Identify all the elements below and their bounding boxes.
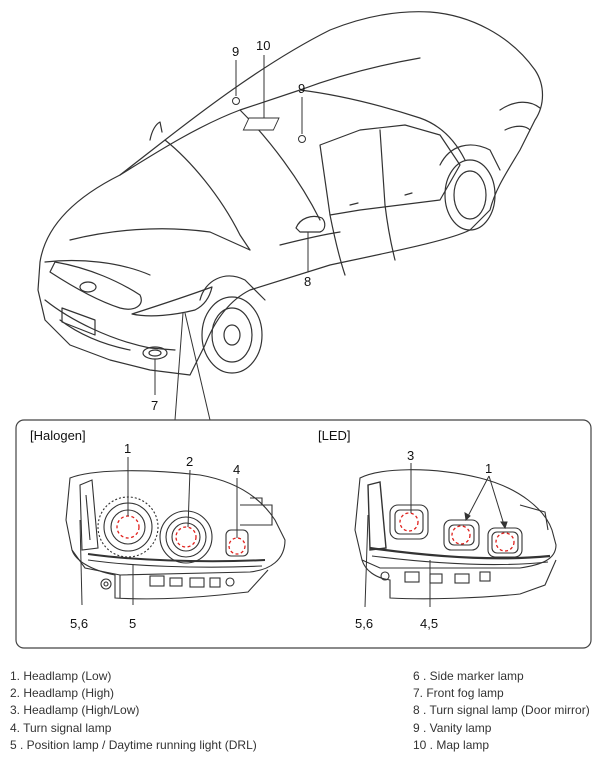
halogen-callouts: 1 2 4 5,6 5 <box>70 441 240 631</box>
callout-9-vanity-right: 9 <box>298 81 305 96</box>
legend-item: 5 . Position lamp / Daytime running ligh… <box>10 737 257 752</box>
led-title: [LED] <box>318 428 351 443</box>
detail-panel-frame <box>15 419 592 649</box>
legend-item: 6 . Side marker lamp <box>413 669 524 683</box>
led-callouts: 3 1 5,6 4,5 <box>355 448 492 631</box>
callout-10-map: 10 <box>256 38 270 53</box>
legend-item: 9 . Vanity lamp <box>413 720 492 735</box>
halogen-title: [Halogen] <box>30 428 86 443</box>
halogen-callout-1: 1 <box>124 441 131 456</box>
legend-item: 1. Headlamp (Low) <box>10 669 112 683</box>
led-callout-1: 1 <box>485 461 492 476</box>
callout-8-mirror-turn-signal: 8 <box>304 274 311 289</box>
halogen-callout-4: 4 <box>233 462 240 477</box>
legend-left-column: 1. Headlamp (Low) 2. Headlamp (High) 3. … <box>10 668 257 754</box>
led-headlamp-drawing <box>354 469 557 600</box>
legend-item: 8 . Turn signal lamp (Door mirror) <box>413 703 590 718</box>
legend-item: 10 . Map lamp <box>413 737 490 752</box>
legend-item: 7. Front fog lamp <box>413 686 504 701</box>
halogen-callout-5: 5 <box>129 616 136 631</box>
led-highlight-circles <box>399 512 515 552</box>
led-leader-lines <box>364 463 508 608</box>
halogen-leader-lines <box>79 457 238 606</box>
callout-7-fog-lamp: 7 <box>151 398 158 413</box>
car-leader-lines <box>154 55 309 421</box>
halogen-callout-2: 2 <box>186 454 193 469</box>
led-callout-3: 3 <box>407 448 414 463</box>
legend-item: 4. Turn signal lamp <box>10 720 112 735</box>
car-drawing <box>37 11 544 376</box>
legend-item: 2. Headlamp (High) <box>10 686 115 701</box>
callout-9-vanity-left: 9 <box>232 44 239 59</box>
legend-right-column: 6 . Side marker lamp 7. Front fog lamp 8… <box>413 668 590 754</box>
led-callout-4-5: 4,5 <box>420 616 438 631</box>
halogen-callout-5-6: 5,6 <box>70 616 88 631</box>
led-callout-5-6: 5,6 <box>355 616 373 631</box>
legend-item: 3. Headlamp (High/Low) <box>10 703 140 718</box>
